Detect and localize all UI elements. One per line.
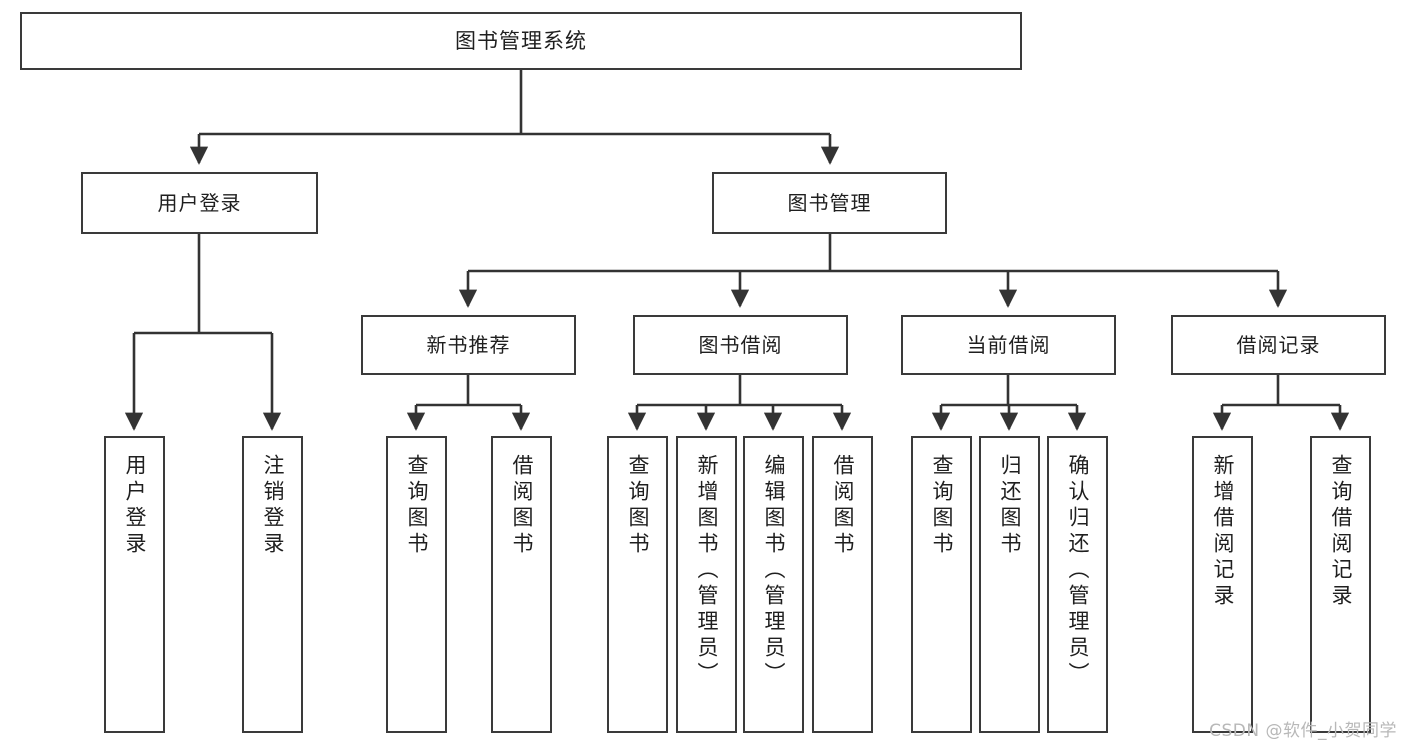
node-new-book-recommend-label: 新书推荐 xyxy=(426,332,511,357)
node-book-manage-label: 图书管理 xyxy=(787,190,872,215)
node-leaf-add-record[interactable]: 新增借阅记录 xyxy=(1192,436,1253,733)
node-leaf-query-record-label: 查询借阅记录 xyxy=(1329,454,1353,610)
node-leaf-query-book-1[interactable]: 查询图书 xyxy=(386,436,447,733)
node-book-borrow[interactable]: 图书借阅 xyxy=(633,315,848,375)
node-borrow-record[interactable]: 借阅记录 xyxy=(1171,315,1386,375)
node-root[interactable]: 图书管理系统 xyxy=(20,12,1022,70)
node-leaf-logout-login[interactable]: 注销登录 xyxy=(242,436,303,733)
node-book-manage[interactable]: 图书管理 xyxy=(712,172,947,234)
node-leaf-borrow-book-1-label: 借阅图书 xyxy=(510,454,534,558)
node-leaf-add-book-label: 新增图书（管理员） xyxy=(695,454,719,688)
node-book-borrow-label: 图书借阅 xyxy=(698,332,783,357)
node-leaf-add-record-label: 新增借阅记录 xyxy=(1211,454,1235,610)
node-leaf-add-book[interactable]: 新增图书（管理员） xyxy=(676,436,737,733)
node-leaf-confirm-return-label: 确认归还（管理员） xyxy=(1066,454,1090,688)
node-leaf-borrow-book-2[interactable]: 借阅图书 xyxy=(812,436,873,733)
node-borrow-record-label: 借阅记录 xyxy=(1236,332,1321,357)
node-leaf-borrow-book-1[interactable]: 借阅图书 xyxy=(491,436,552,733)
node-leaf-edit-book[interactable]: 编辑图书（管理员） xyxy=(743,436,804,733)
node-root-label: 图书管理系统 xyxy=(455,28,587,53)
node-user-login[interactable]: 用户登录 xyxy=(81,172,318,234)
node-leaf-query-book-2[interactable]: 查询图书 xyxy=(607,436,668,733)
node-leaf-query-record[interactable]: 查询借阅记录 xyxy=(1310,436,1371,733)
node-leaf-return-book-label: 归还图书 xyxy=(998,454,1022,558)
node-leaf-query-book-2-label: 查询图书 xyxy=(626,454,650,558)
node-user-login-label: 用户登录 xyxy=(157,190,242,215)
node-current-borrow[interactable]: 当前借阅 xyxy=(901,315,1116,375)
watermark-text: CSDN @软件_小贺同学 xyxy=(1209,721,1397,741)
node-leaf-confirm-return[interactable]: 确认归还（管理员） xyxy=(1047,436,1108,733)
node-leaf-query-book-3[interactable]: 查询图书 xyxy=(911,436,972,733)
node-leaf-query-book-1-label: 查询图书 xyxy=(405,454,429,558)
node-leaf-user-login[interactable]: 用户登录 xyxy=(104,436,165,733)
node-leaf-return-book[interactable]: 归还图书 xyxy=(979,436,1040,733)
node-new-book-recommend[interactable]: 新书推荐 xyxy=(361,315,576,375)
node-leaf-logout-login-label: 注销登录 xyxy=(261,454,285,558)
node-leaf-user-login-label: 用户登录 xyxy=(123,454,147,558)
node-leaf-borrow-book-2-label: 借阅图书 xyxy=(831,454,855,558)
node-leaf-query-book-3-label: 查询图书 xyxy=(930,454,954,558)
node-leaf-edit-book-label: 编辑图书（管理员） xyxy=(762,454,786,688)
node-current-borrow-label: 当前借阅 xyxy=(966,332,1051,357)
